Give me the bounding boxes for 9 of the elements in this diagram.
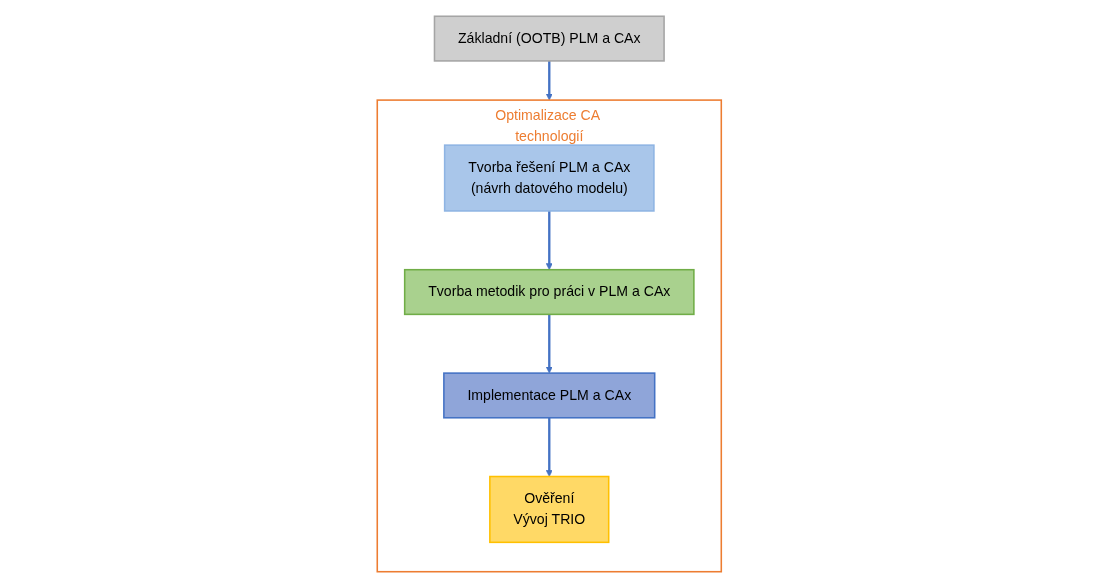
node-box: Tvorba metodik pro práci v PLM a CAx [404, 268, 695, 316]
arrow [546, 417, 553, 477]
arrow [546, 210, 553, 270]
arrow [546, 314, 553, 374]
node-box: Ověření Vývoj TRIO [489, 475, 610, 544]
node-box: Tvorba řešení PLM a CAx (návrh datového modelu) [444, 144, 655, 212]
node-box: Základní (OOTB) PLM a CAx [433, 15, 666, 62]
node-box: Implementace PLM a CAx [443, 372, 656, 419]
arrow [546, 60, 553, 101]
